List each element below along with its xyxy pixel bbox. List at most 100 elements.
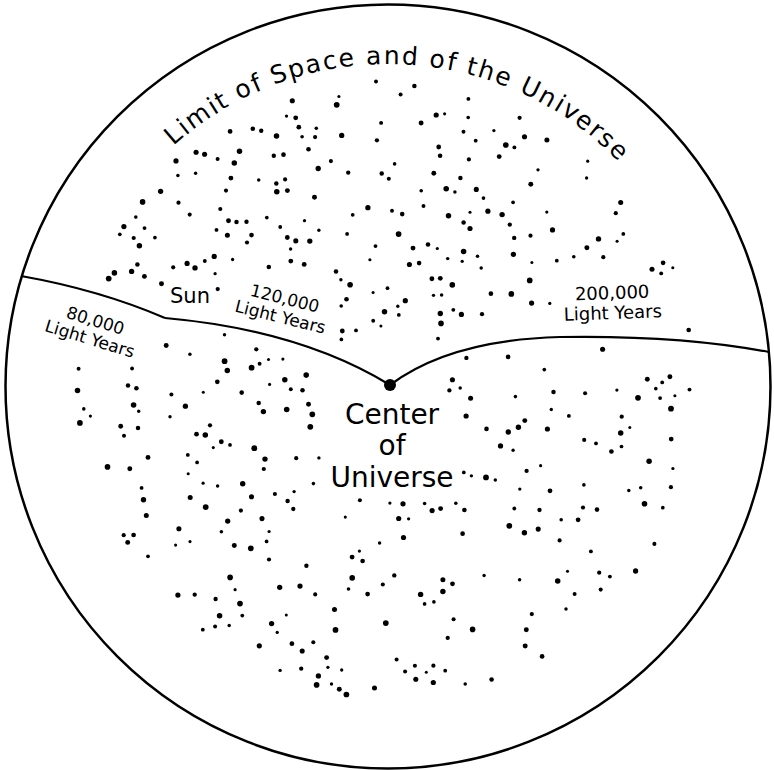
star-dot (306, 147, 311, 152)
star-dot (551, 390, 555, 394)
star-dot (581, 505, 585, 509)
star-dot (596, 236, 601, 241)
star-dot (618, 200, 623, 205)
universe-boundary: Limit of Space and of the Universe (4, 3, 772, 770)
star-dot (299, 667, 303, 671)
star-dot (615, 388, 618, 391)
star-dot (484, 427, 489, 432)
star-dot (201, 628, 205, 632)
star-dot (417, 261, 422, 266)
star-dot (461, 260, 464, 263)
star-dot (146, 554, 150, 558)
star-dot (143, 226, 147, 230)
star-dot (576, 517, 581, 522)
star-dot (317, 229, 320, 232)
star-dot (461, 220, 466, 225)
star-dot (438, 321, 444, 327)
star-dot (239, 390, 244, 395)
star-dot (498, 443, 503, 448)
star-dot (419, 189, 423, 193)
star-dot (395, 658, 399, 662)
star-dot (628, 426, 631, 429)
star-dot (447, 388, 451, 392)
star-dot (257, 643, 262, 648)
star-dot (523, 643, 528, 648)
star-dot (285, 114, 288, 117)
star-dot (225, 368, 230, 373)
star-dot (173, 158, 178, 163)
star-dot (137, 410, 140, 413)
star-dot (268, 530, 271, 533)
star-dot (220, 530, 224, 534)
star-dot (265, 216, 269, 220)
star-dot (522, 418, 527, 423)
center-label: Center of Universe (330, 399, 454, 493)
star-dot (202, 152, 207, 157)
star-dot (130, 367, 134, 371)
star-dot (300, 648, 305, 653)
star-dot (438, 154, 443, 159)
star-dot (303, 219, 306, 222)
star-dot (400, 212, 405, 217)
distance-label: 80,000 Light Years (42, 298, 142, 362)
star-dot (407, 517, 410, 520)
star-dot (203, 259, 207, 263)
star-dot (668, 406, 674, 412)
star-dot (403, 669, 407, 673)
star-dot (188, 353, 191, 356)
star-dot (240, 481, 245, 486)
star-dot (559, 518, 563, 522)
star-dot (294, 456, 298, 460)
star-dot (467, 226, 472, 231)
star-dot (272, 153, 276, 157)
star-dot (339, 133, 344, 138)
star-dot (403, 298, 408, 303)
star-dot (289, 387, 293, 391)
star-dot (470, 474, 473, 477)
star-dot (635, 395, 641, 401)
star-dot (393, 162, 397, 166)
star-dot (396, 305, 399, 308)
star-dot (608, 575, 612, 579)
star-dot (620, 415, 624, 419)
star-dot (188, 213, 192, 217)
star-dot (462, 508, 467, 513)
star-dot (639, 486, 643, 490)
star-dot (333, 627, 339, 633)
star-dot (530, 612, 534, 616)
star-dot (446, 257, 449, 260)
star-dot (313, 135, 317, 139)
star-dot (609, 449, 614, 454)
star-dot (256, 401, 261, 406)
star-dot (375, 138, 379, 142)
star-dot (135, 262, 140, 267)
star-dot (669, 485, 673, 489)
star-dot (140, 486, 144, 490)
star-dot (314, 682, 320, 688)
star-dot (344, 692, 350, 698)
star-dot (159, 281, 164, 286)
star-dot (649, 267, 654, 272)
star-dot (140, 199, 146, 205)
star-dot (673, 394, 676, 397)
star-dot (545, 426, 550, 431)
star-dot (291, 507, 295, 511)
star-dot (468, 211, 471, 214)
star-dot (458, 386, 462, 390)
star-dot (219, 439, 224, 444)
star-dot (251, 445, 257, 451)
distance-line (165, 318, 390, 385)
star-dot (564, 607, 567, 610)
star-dot (436, 247, 439, 250)
star-dot (621, 232, 625, 236)
star-dot (545, 210, 548, 213)
star-dot (494, 478, 498, 482)
star-dot (381, 582, 385, 586)
star-dot (431, 664, 435, 668)
star-dot (516, 425, 521, 430)
star-dot (431, 680, 436, 685)
star-dot (567, 414, 571, 418)
star-dot (390, 209, 394, 213)
star-dot (459, 312, 464, 317)
